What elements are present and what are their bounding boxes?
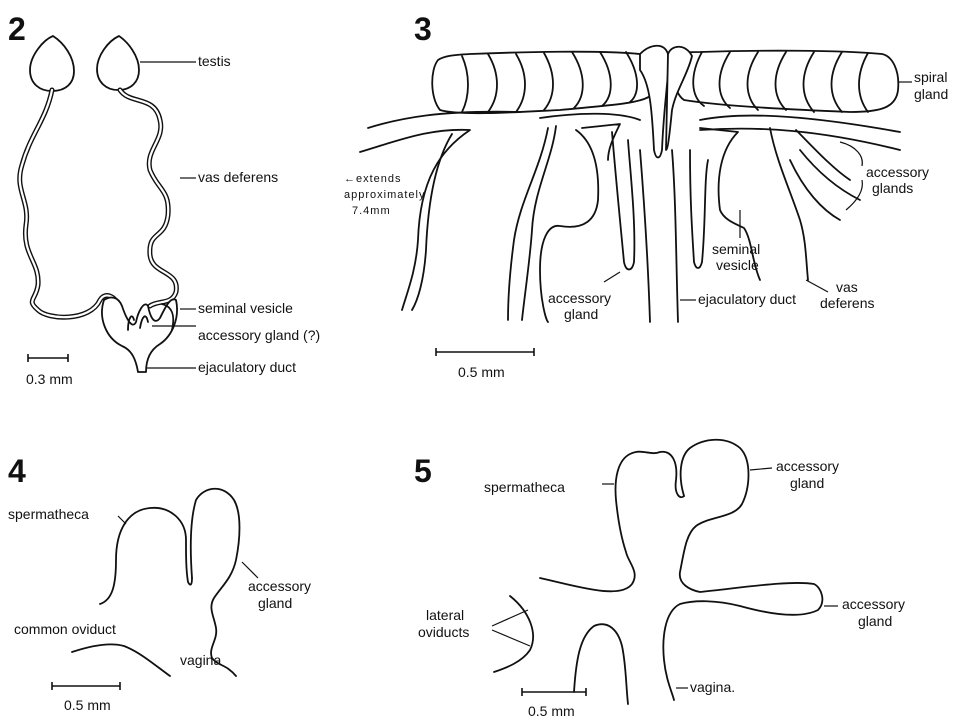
label-spermatheca-4: spermatheca xyxy=(8,506,89,522)
lateral-oviducts-fig5 xyxy=(494,596,533,672)
label-accessory-right-5: accessory xyxy=(842,596,905,612)
label-spiral-gland: gland xyxy=(914,86,948,102)
accessory-gland-fig4 xyxy=(191,489,240,676)
label-approximately: approximately xyxy=(344,189,425,201)
vas-deferens-left xyxy=(20,90,120,317)
scale-bar-fig2: 0.3 mm xyxy=(26,354,73,387)
label-vas-deferens: vas deferens xyxy=(198,169,278,185)
seminal-vesicle-body xyxy=(102,298,177,372)
figure-4-number: 4 xyxy=(8,453,26,489)
figure-5: 5 spermatheca accessory gland accessory … xyxy=(414,440,905,719)
label-seminal-vesicle: seminal vesicle xyxy=(198,300,293,316)
label-testis: testis xyxy=(198,53,231,69)
figure-5-number: 5 xyxy=(414,453,432,489)
label-accessory-glands-2: glands xyxy=(872,180,913,196)
label-lateral: lateral xyxy=(426,607,464,623)
figure-3: 3 xyxy=(344,11,948,380)
label-seminal: seminal xyxy=(712,241,760,257)
label-vesicle: vesicle xyxy=(716,257,759,273)
label-spiral: spiral xyxy=(914,69,947,85)
label-gland-4: gland xyxy=(258,595,292,611)
spiral-gland-left xyxy=(432,52,654,113)
spermatheca-fig4 xyxy=(100,508,192,604)
figure-4: 4 spermatheca common oviduct accessory g… xyxy=(8,453,311,713)
label-deferens: deferens xyxy=(820,295,874,311)
spiral-gland-right xyxy=(674,51,898,112)
testis-left xyxy=(30,36,74,91)
label-spermatheca-5: spermatheca xyxy=(484,479,565,495)
label-accessory-gland: accessory gland (?) xyxy=(198,327,320,343)
figure-3-number: 3 xyxy=(414,11,432,47)
label-common-oviduct: common oviduct xyxy=(14,621,116,637)
label-accessory-3: accessory xyxy=(548,290,611,306)
label-accessory-top-5: accessory xyxy=(776,458,839,474)
label-oviducts: oviducts xyxy=(418,624,469,640)
scale-label-fig2: 0.3 mm xyxy=(26,371,73,387)
scale-label-fig5: 0.5 mm xyxy=(528,703,575,719)
figure-2-number: 2 xyxy=(8,11,26,47)
testis-right xyxy=(97,36,139,90)
label-vagina-4: vagina xyxy=(180,652,221,668)
label-gland-top-5: gland xyxy=(790,475,824,491)
scale-bar-fig4: 0.5 mm xyxy=(52,682,120,713)
scale-bar-fig5: 0.5 mm xyxy=(522,688,586,719)
central-lobe xyxy=(640,46,668,158)
label-extends-distance: 7.4mm xyxy=(352,205,391,217)
label-vagina-5: vagina. xyxy=(690,679,735,695)
label-gland-right-5: gland xyxy=(858,613,892,629)
scale-bar-fig3: 0.5 mm xyxy=(436,348,534,380)
spermatheca-fig5 xyxy=(540,452,684,592)
label-extends: ←extends xyxy=(344,173,402,185)
label-accessory-glands-1: accessory xyxy=(866,164,929,180)
label-vas: vas xyxy=(836,279,858,295)
label-ejaculatory-duct-3: ejaculatory duct xyxy=(698,291,796,307)
label-gland-3: gland xyxy=(564,306,598,322)
label-ejaculatory-duct: ejaculatory duct xyxy=(198,359,296,375)
scale-label-fig3: 0.5 mm xyxy=(458,364,505,380)
label-accessory-4: accessory xyxy=(248,578,311,594)
scale-label-fig4: 0.5 mm xyxy=(64,697,111,713)
figure-2: 2 testis vas deferens seminal vesicle ac… xyxy=(8,11,320,387)
